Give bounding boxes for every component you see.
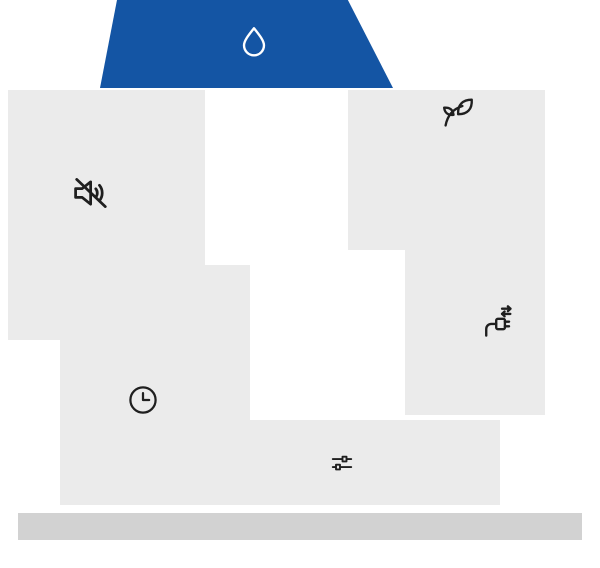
clock-icon (125, 382, 161, 418)
water-drop-icon (235, 24, 273, 62)
plug-sync-icon (478, 303, 516, 341)
panel-right (405, 90, 545, 415)
eco-leaf-icon (438, 93, 476, 131)
volume-mute-icon (69, 171, 113, 215)
bottom-bar (18, 513, 582, 540)
sliders-icon (327, 448, 357, 478)
panel-bottom (205, 420, 500, 505)
header-banner (100, 0, 393, 88)
